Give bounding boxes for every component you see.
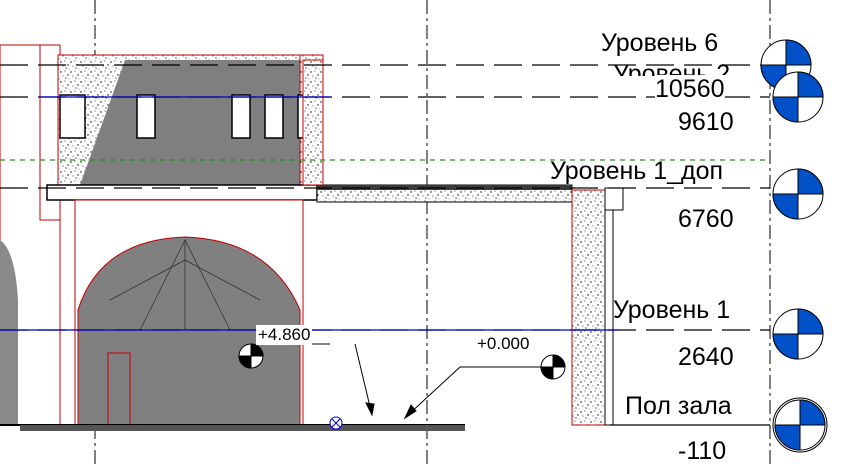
vault [77,236,301,426]
level-name-1dop: Уровень 1_доп [550,157,724,185]
level-head-2 [772,71,824,123]
level-elevation-1: 2640 [678,343,734,371]
level-elevation-2: 9610 [678,108,734,136]
right-column [571,189,606,426]
left-concrete [302,59,324,186]
spot-marker-2 [403,354,566,420]
level-head-floor [772,397,828,453]
level-lines [0,64,770,426]
level-head-1dop [772,168,824,220]
level-elevation-1dop: 6760 [678,205,734,233]
vault-ribs [109,239,261,331]
building-section [0,44,624,431]
level-elevation-6: 10560 [655,75,725,104]
floor-slab [46,184,318,201]
level-name-1: Уровень 1 [613,296,731,324]
spot-elevation-label-2: +0.000 [475,334,532,354]
left-arch-cut [0,240,18,425]
right-column-edge [604,189,614,426]
window-4 [264,94,284,139]
level-name-6: Уровень 6 [601,29,719,57]
spot-elevation-markers [238,343,566,430]
spot-elevation-label-1: +4.860 [256,325,313,345]
level-heads [760,39,828,453]
ground-strip [20,425,465,431]
spot-marker-1 [238,343,375,417]
level-name-2: Уровень 2 [613,60,731,88]
survey-point-marker [329,416,343,430]
window-1 [59,94,86,139]
right-column-cap [604,187,624,211]
level-head-1 [772,308,824,360]
level-name-floor: Пол зала [625,392,732,420]
level-elevation-floor: -110 [678,437,727,465]
upper-shadow [80,60,300,185]
windows [59,94,314,139]
window-2 [136,94,156,139]
window-3 [231,94,251,139]
vault-door [107,352,131,426]
